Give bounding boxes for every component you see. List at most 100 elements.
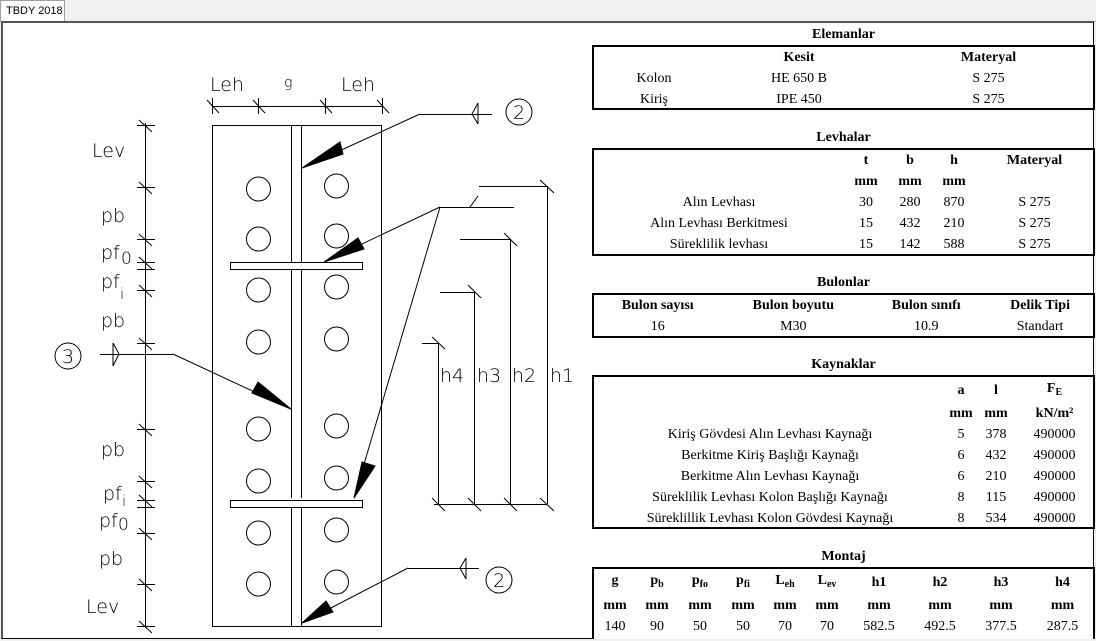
bolt-hole bbox=[246, 571, 271, 597]
bolt-hole bbox=[324, 274, 349, 300]
col-header-h: h bbox=[950, 153, 958, 168]
unit: mm bbox=[603, 598, 627, 613]
arrowhead bbox=[251, 381, 292, 410]
cell: 582.5 bbox=[863, 619, 895, 634]
unit: mm bbox=[815, 598, 839, 613]
cell: Berkitme Alın Levhası Kaynağı bbox=[680, 469, 860, 484]
cell: 492.5 bbox=[924, 619, 956, 634]
label-h4: h4 bbox=[440, 365, 464, 387]
table-row: Süreklilik Levhası Kolon Başlığı Kaynağı… bbox=[594, 487, 1093, 508]
cell: 210 bbox=[985, 469, 1007, 484]
label-h3: h3 bbox=[477, 365, 501, 387]
cell: 10.9 bbox=[913, 319, 939, 334]
cell: IPE 450 bbox=[776, 92, 822, 107]
label-leh-left: Leh bbox=[210, 74, 244, 96]
bolt-holes bbox=[246, 173, 349, 597]
col-header-kesit: Kesit bbox=[783, 50, 815, 65]
cell: 432 bbox=[985, 448, 1007, 463]
label-pfi-top: pf bbox=[101, 271, 120, 293]
label-pf0-bottom: pf bbox=[99, 510, 118, 532]
col-header-h2: h2 bbox=[932, 574, 948, 590]
vertical-dimension-ticks bbox=[137, 119, 155, 634]
arrowhead bbox=[323, 237, 365, 263]
top-flange-stiffener bbox=[230, 262, 363, 270]
table-row: Süreklilik levhası 15 142 588 S 275 bbox=[594, 234, 1093, 255]
label-pb: pb bbox=[101, 439, 125, 461]
col-header-h1: h1 bbox=[871, 574, 887, 590]
bolt-hole bbox=[246, 277, 271, 303]
arrowhead bbox=[353, 461, 376, 499]
bolt-hole bbox=[324, 413, 349, 439]
cell: 870 bbox=[943, 195, 965, 210]
cell: S 275 bbox=[972, 71, 1005, 86]
arrowhead bbox=[301, 600, 334, 624]
col-header bbox=[594, 377, 946, 403]
label-g: g bbox=[284, 75, 292, 91]
label-h2: h2 bbox=[512, 365, 536, 387]
unit bbox=[594, 171, 844, 192]
weld-callout-middle bbox=[54, 342, 292, 410]
unit: mm bbox=[867, 598, 891, 613]
unit bbox=[976, 171, 1093, 192]
table-row: Alın Levhası Berkitmesi 15 432 210 S 275 bbox=[594, 213, 1093, 234]
cell: S 275 bbox=[1018, 195, 1051, 210]
cell: Süreklillik Levhası Kolon Gövdesi Kaynağ… bbox=[646, 511, 894, 526]
cell: S 275 bbox=[1018, 237, 1051, 252]
col-header-pfi: pfi bbox=[736, 572, 750, 590]
unit bbox=[594, 403, 946, 424]
unit: mm bbox=[854, 174, 878, 189]
cell: 8 bbox=[957, 511, 965, 526]
bolt-hole bbox=[246, 176, 271, 202]
table-row: Kolon HE 650 B S 275 bbox=[594, 68, 1093, 89]
cell: 490000 bbox=[1033, 448, 1076, 463]
col-header-t: t bbox=[863, 153, 869, 168]
table-row: 140 90 50 50 70 70 582.5 492.5 377.5 287… bbox=[594, 616, 1093, 637]
cell: 432 bbox=[899, 216, 921, 231]
col-header-pb: pb bbox=[650, 572, 664, 590]
unit: kN/m² bbox=[1035, 406, 1074, 421]
cell: 6 bbox=[957, 448, 965, 463]
cell: 30 bbox=[859, 195, 873, 210]
height-dimension-lines bbox=[422, 179, 555, 512]
col-header-bulon-sinifi: Bulon sınıfı bbox=[891, 298, 961, 313]
cell: Kolon bbox=[636, 71, 672, 86]
cell: 280 bbox=[899, 195, 921, 210]
table-row: Berkitme Kiriş Başlığı Kaynağı 6 432 490… bbox=[594, 445, 1093, 466]
table-row: 16 M30 10.9 Standart bbox=[594, 316, 1093, 337]
cell: 142 bbox=[899, 237, 921, 252]
unit: mm bbox=[949, 406, 973, 421]
cell: HE 650 B bbox=[771, 71, 827, 86]
bottom-flange-stiffener bbox=[230, 500, 363, 508]
cell: 490000 bbox=[1033, 490, 1076, 505]
cell: 490000 bbox=[1033, 511, 1076, 526]
unit: mm bbox=[942, 174, 966, 189]
label-pfi-bottom-sub: i bbox=[122, 492, 126, 510]
cell: Berkitme Kiriş Başlığı Kaynağı bbox=[681, 448, 859, 463]
unit: mm bbox=[645, 598, 669, 613]
cell: 287.5 bbox=[1046, 619, 1079, 634]
montaj-title: Montaj bbox=[821, 549, 866, 564]
cell: 50 bbox=[693, 619, 707, 634]
cell: 50 bbox=[736, 619, 750, 634]
label-lev-bottom: Lev bbox=[86, 596, 119, 618]
col-header-h3: h3 bbox=[993, 574, 1009, 590]
cell: Kiriş Gövdesi Alın Levhası Kaynağı bbox=[667, 427, 873, 442]
label-pb: pb bbox=[101, 205, 125, 227]
cell: 16 bbox=[650, 319, 665, 334]
col-header-bulon-sayisi: Bulon sayısı bbox=[621, 298, 694, 313]
bolt-hole bbox=[324, 517, 349, 543]
col-header-leh: Leh bbox=[775, 572, 795, 590]
unit: mm bbox=[731, 598, 755, 613]
unit: mm bbox=[984, 406, 1008, 421]
callout-number-top: 2 bbox=[513, 102, 525, 124]
tab-tbdy-2018[interactable]: TBDY 2018 bbox=[0, 0, 65, 21]
label-pfi-top-sub: i bbox=[120, 285, 124, 303]
label-pf0-top: pf bbox=[101, 242, 120, 264]
unit: mm bbox=[928, 598, 952, 613]
cell: Süreklilik Levhası Kolon Başlığı Kaynağı bbox=[652, 490, 888, 505]
label-lev-top: Lev bbox=[92, 140, 125, 162]
bulonlar-title: Bulonlar bbox=[817, 275, 870, 290]
cell: Kiriş bbox=[640, 92, 668, 107]
bolt-hole bbox=[246, 329, 271, 355]
unit: mm bbox=[1050, 598, 1075, 613]
